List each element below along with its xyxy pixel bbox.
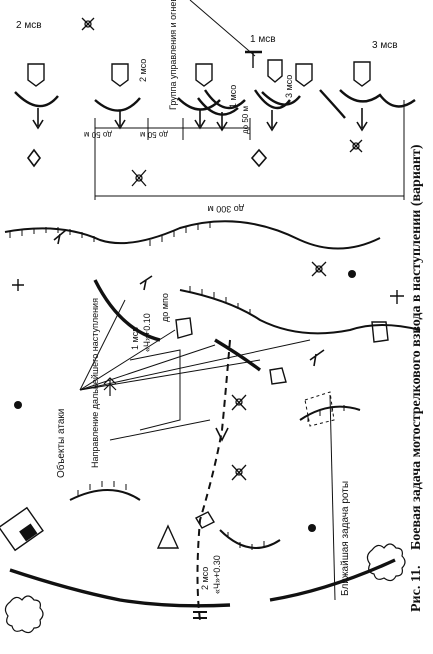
label-dist-50-c: до 50 м xyxy=(241,106,250,134)
caption-text: Боевая задача мотострелкового взвода в н… xyxy=(409,144,424,550)
arrow-head xyxy=(216,121,228,132)
formation-scheme xyxy=(14,0,416,200)
friendly-line xyxy=(269,558,396,602)
arrow-head xyxy=(356,121,368,132)
artillery-icon xyxy=(12,279,24,291)
label-to-mpo: до мпо xyxy=(160,293,170,322)
label-time-1: «Ч»+0.10 xyxy=(142,313,152,352)
observation-point-icon xyxy=(250,148,268,168)
squad-front-5 xyxy=(197,97,239,116)
label-support-group: Группа управления и огневой поддержки xyxy=(168,0,178,110)
infantry-vehicle-icon xyxy=(295,63,313,87)
label-next-direction: Направление дальнейшего наступления xyxy=(90,298,100,468)
label-1msv-map: 1 мсв xyxy=(130,327,140,350)
observation-point-icon xyxy=(27,148,41,168)
map-labels: Объекты атаки Направление дальнейшего на… xyxy=(55,293,351,596)
label-dist-300: до 300 м xyxy=(208,204,244,214)
friendly-line xyxy=(214,338,262,372)
antenna-icon xyxy=(103,377,117,396)
tank-icon xyxy=(175,317,193,339)
artillery-icon xyxy=(139,275,153,291)
label-2msv: 2 мсв xyxy=(16,20,42,31)
enemy-trench-icon xyxy=(4,220,421,550)
bush-icon xyxy=(4,543,406,634)
enemy-position-icon xyxy=(231,261,327,481)
infantry-vehicle-icon xyxy=(267,59,283,83)
squad-front xyxy=(177,97,221,111)
infantry-vehicle-icon xyxy=(195,511,215,529)
artillery-icon xyxy=(53,229,67,245)
artillery-icon xyxy=(390,290,404,304)
friendly-line xyxy=(93,279,161,342)
infantry-vehicle-icon xyxy=(27,63,45,87)
anti-tank-icon xyxy=(156,524,180,549)
label-company-task: Ближайшая задача роты xyxy=(340,481,351,596)
infantry-vehicle-icon xyxy=(111,63,129,87)
label-dist-50-b: до 50 м xyxy=(140,130,168,139)
label-1mso: 1 мсо xyxy=(228,85,238,108)
label-attack-objects: Объекты атаки xyxy=(55,409,67,478)
artillery-icon xyxy=(309,349,325,367)
label-3msv: 3 мсв xyxy=(372,40,398,51)
battle-map xyxy=(0,220,421,621)
label-time-2: «Ч»+0.30 xyxy=(212,555,222,594)
building-icon xyxy=(0,506,44,552)
label-dist-50-a: до 50 м xyxy=(84,130,112,139)
squad-front xyxy=(94,97,141,112)
tank-icon xyxy=(269,367,287,385)
caption-prefix: Рис. 11. xyxy=(409,565,424,612)
squad-front xyxy=(261,91,301,106)
enemy-position-icon xyxy=(81,17,363,187)
tank-icon xyxy=(371,321,389,343)
label-1msv: 1 мсв xyxy=(250,34,276,45)
label-2mso-map: 2 мсо xyxy=(200,567,210,590)
figure-caption: Рис. 11. Боевая задача мотострелкового в… xyxy=(409,144,424,612)
tree-icon xyxy=(14,270,356,532)
label-2mso: 2 мсо xyxy=(138,59,148,82)
formation-labels: 2 мсв 1 мсв 3 мсв 2 мсо 1 мсо 3 мсо Груп… xyxy=(16,0,398,214)
squad-front-4 xyxy=(204,89,246,110)
squad-front xyxy=(14,91,59,108)
infantry-vehicle-icon xyxy=(353,61,371,87)
arrow-head xyxy=(266,121,278,132)
squad-front-2 xyxy=(319,89,346,119)
label-3mso: 3 мсо xyxy=(284,75,294,98)
infantry-vehicle-icon xyxy=(195,63,213,87)
squad-front-3 xyxy=(254,89,291,110)
friendly-line xyxy=(9,568,231,608)
